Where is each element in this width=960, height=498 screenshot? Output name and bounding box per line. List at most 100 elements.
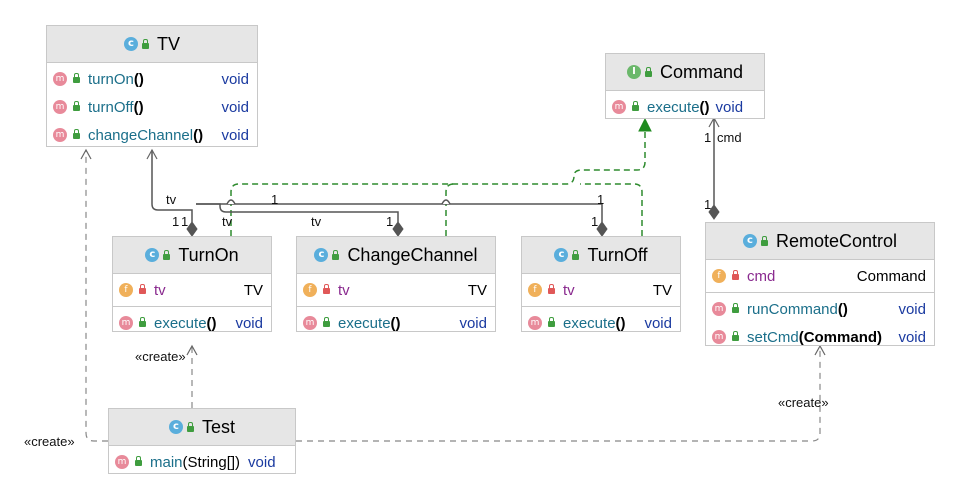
cmd-role: cmd [717, 130, 742, 145]
class-header: c TurnOn [113, 237, 271, 273]
private-icon [323, 284, 330, 294]
class-icon: c [742, 234, 757, 248]
class-test[interactable]: c Test m main(String[]) void [108, 408, 296, 474]
turnon-tv-association [146, 148, 193, 222]
method-row[interactable]: m execute() void [297, 309, 495, 337]
return-type: void [898, 328, 926, 346]
return-type: void [221, 126, 249, 144]
method-icon: m [303, 316, 317, 330]
method-row[interactable]: m execute() void [606, 93, 764, 121]
field-icon: f [528, 283, 542, 297]
class-header: c TV [47, 26, 257, 62]
method-paren-close: ) [877, 328, 883, 346]
method-parens: () [206, 314, 217, 332]
field-type: TV [467, 281, 487, 299]
field-row[interactable]: f tv TV [522, 276, 680, 304]
fields-section: f cmd Command [706, 259, 934, 292]
methods-section: m execute() void [606, 90, 764, 123]
method-paren-open: ( [798, 328, 804, 346]
method-icon: m [53, 128, 67, 142]
public-icon [73, 73, 80, 83]
private-icon [139, 284, 146, 294]
field-row[interactable]: f tv TV [297, 276, 495, 304]
method-params: String[] [187, 453, 236, 471]
create-remote-label: «create» [778, 395, 829, 410]
return-type: void [898, 300, 926, 318]
methods-section: m runCommand() void m setCmd(Command) vo… [706, 292, 934, 353]
create-turnon-label: «create» [135, 349, 186, 364]
class-name: TV [156, 33, 180, 54]
public-icon [644, 67, 652, 77]
method-row[interactable]: m changeChannel() void [47, 121, 257, 149]
static-method-icon: m [115, 455, 129, 469]
turnoff-tv-association [196, 203, 603, 222]
public-icon [323, 317, 330, 327]
methods-section: m turnOn() void m turnOff() void m chang… [47, 62, 257, 151]
method-icon: m [712, 302, 726, 316]
public-icon [548, 317, 555, 327]
method-row[interactable]: m setCmd(Command) void [706, 323, 934, 351]
turnoff-mult: 1 [591, 214, 599, 229]
method-name: execute [154, 314, 207, 332]
field-icon: f [119, 283, 133, 297]
changechannel-mult: 1 [386, 214, 394, 229]
class-icon: c [554, 248, 569, 262]
turnon-mult-b: 1 [181, 214, 189, 229]
method-row[interactable]: m turnOn() void [47, 65, 257, 93]
class-changechannel[interactable]: c ChangeChannel f tv TV m execute() void [296, 236, 496, 332]
method-row[interactable]: m main(String[]) void [109, 448, 295, 476]
method-parens: () [193, 126, 204, 144]
public-icon [332, 250, 340, 260]
field-type: TV [243, 281, 263, 299]
method-name: turnOn [88, 70, 134, 88]
line-hops [226, 199, 451, 205]
public-icon [632, 101, 639, 111]
class-name: RemoteControl [775, 230, 898, 251]
method-name: main [150, 453, 183, 471]
field-type: Command [856, 267, 926, 285]
field-row[interactable]: f tv TV [113, 276, 271, 304]
class-turnon[interactable]: c TurnOn f tv TV m execute() void [112, 236, 272, 332]
interface-command[interactable]: I Command m execute() void [605, 53, 765, 119]
test-creates-remote [296, 344, 826, 442]
method-name: setCmd [747, 328, 799, 346]
method-name: runCommand [747, 300, 838, 318]
turnon-diamond [186, 221, 198, 237]
field-name: cmd [747, 267, 776, 285]
return-type: void [235, 314, 263, 332]
method-parens: () [390, 314, 401, 332]
cmd-mult: 1 [704, 130, 712, 145]
field-icon: f [303, 283, 317, 297]
class-turnoff[interactable]: c TurnOff f tv TV m execute() void [521, 236, 681, 332]
public-icon [139, 317, 146, 327]
turnoff-mult-top: 1 [597, 192, 605, 207]
class-name: Test [201, 416, 235, 437]
public-icon [572, 250, 580, 260]
method-row[interactable]: m runCommand() void [706, 295, 934, 323]
public-icon [163, 250, 171, 260]
class-icon: c [145, 248, 160, 262]
class-name: TurnOn [178, 244, 239, 265]
return-type: void [644, 314, 672, 332]
method-row[interactable]: m execute() void [522, 309, 680, 337]
return-type: void [248, 453, 276, 471]
class-tv[interactable]: c TV m turnOn() void m turnOff() void m … [46, 25, 258, 147]
public-icon [73, 101, 80, 111]
private-icon [548, 284, 555, 294]
methods-section: m main(String[]) void [109, 445, 295, 478]
class-icon: c [314, 248, 329, 262]
return-type: void [221, 70, 249, 88]
class-remotecontrol[interactable]: c RemoteControl f cmd Command m runComma… [705, 222, 935, 346]
class-header: I Command [606, 54, 764, 90]
composition-diamonds [186, 204, 720, 237]
create-tv-label: «create» [24, 434, 75, 449]
field-row[interactable]: f cmd Command [706, 262, 934, 290]
method-row[interactable]: m turnOff() void [47, 93, 257, 121]
turnon-mult-a: 1 [172, 214, 180, 229]
abstract-method-icon: m [612, 100, 626, 114]
method-icon: m [119, 316, 133, 330]
field-type: TV [652, 281, 672, 299]
method-row[interactable]: m execute() void [113, 309, 271, 337]
remote-mult: 1 [704, 197, 712, 212]
class-header: c RemoteControl [706, 223, 934, 259]
